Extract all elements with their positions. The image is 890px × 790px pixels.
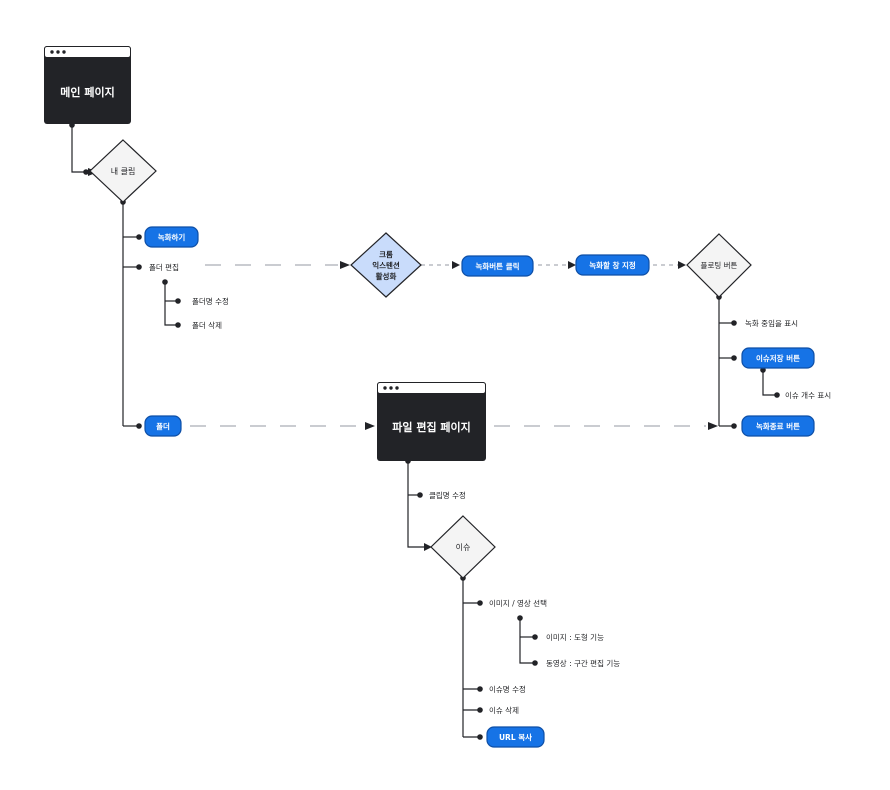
record-click-label: 녹화버튼 클릭 [475,261,519,271]
decision-floating-button[interactable]: 플로팅 버튼 [686,233,752,298]
arrowheads [88,168,718,551]
recording-indicator-label: 녹화 중임을 표시 [745,319,798,328]
issue-delete-label: 이슈 삭제 [489,705,519,715]
text-labels: 폴더 편집 폴더명 수정 폴더 삭제 녹화 중임을 표시 이슈 개수 표시 클립… [149,262,831,715]
decision-issue[interactable]: 이슈 [430,515,496,579]
decision-my-clip[interactable]: 내 클립 [89,139,157,203]
decision-my-clip-label: 내 클립 [111,167,136,176]
issue-count-label: 이슈 개수 표시 [785,390,831,400]
url-copy-label: URL 복사 [499,732,532,742]
decision-issue-label: 이슈 [456,542,471,552]
chrome-label-line2: 익스텐션 [372,260,400,270]
image-tool-label: 이미지 : 도형 기능 [546,632,604,642]
decision-chrome-extension[interactable]: 크롬 익스텐션 활성화 [350,232,422,298]
folder-delete-label: 폴더 삭제 [192,320,222,330]
clip-rename-label: 클립명 수정 [429,490,466,500]
folder-button[interactable]: 폴더 [144,415,182,437]
record-window-label: 녹화할 창 지정 [589,260,636,270]
record-window-button[interactable]: 녹화할 창 지정 [575,254,650,276]
record-end-label: 녹화종료 버튼 [756,421,800,431]
folder-rename-label: 폴더명 수정 [192,296,229,306]
main-page-node[interactable]: 메인 페이지 [44,46,131,124]
edit-page-node[interactable]: 파일 편집 페이지 [377,382,486,461]
record-end-button[interactable]: 녹화종료 버튼 [741,415,815,437]
chrome-label-line3: 활성화 [376,271,397,281]
chrome-label-line1: 크롬 [379,249,393,259]
issue-save-label: 이슈저장 버튼 [756,353,800,363]
record-button[interactable]: 녹화하기 [144,226,199,248]
floating-button-label: 플로팅 버튼 [701,260,738,270]
folder-button-label: 폴더 [156,421,170,431]
image-video-select-label: 이미지 / 영상 선택 [489,598,547,608]
record-button-label: 녹화하기 [158,232,186,242]
window-dots-icon [50,50,66,54]
record-click-button[interactable]: 녹화버튼 클릭 [461,255,534,277]
window-dots-icon [383,386,399,390]
main-page-label: 메인 페이지 [60,85,114,99]
video-tool-label: 동영상 : 구간 편집 기능 [546,658,620,668]
issue-rename-label: 이슈명 수정 [489,684,526,694]
url-copy-button[interactable]: URL 복사 [486,726,545,748]
dashed-connectors [190,264,706,427]
edit-page-label: 파일 편집 페이지 [392,420,471,434]
issue-save-button[interactable]: 이슈저장 버튼 [741,347,815,369]
folder-edit-label: 폴더 편집 [149,262,179,272]
